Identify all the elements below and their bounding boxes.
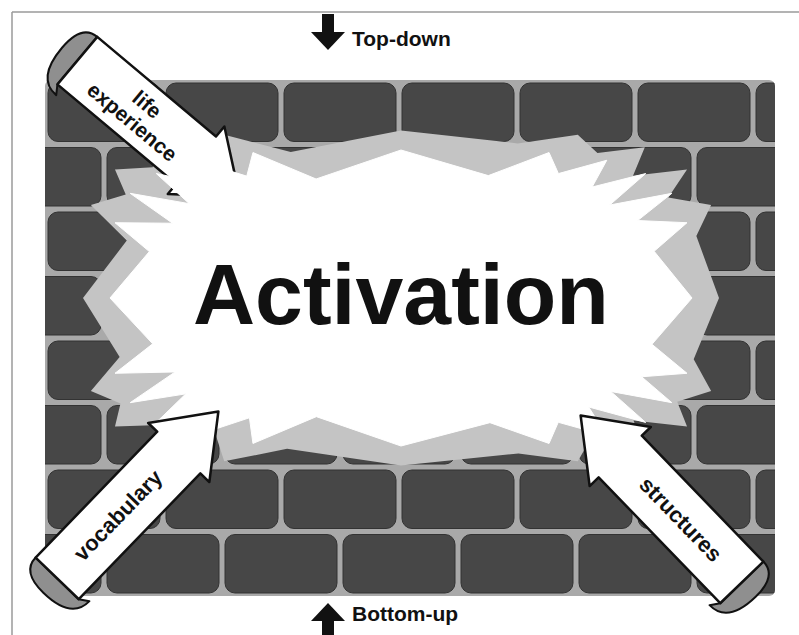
brick — [284, 470, 396, 529]
starburst-shape — [110, 150, 692, 446]
ribbon-arrow: structures — [548, 384, 788, 628]
arrow-shaft — [322, 14, 334, 33]
brick — [756, 212, 775, 271]
ribbon-body — [550, 385, 772, 611]
brick — [284, 83, 396, 142]
arrow-head — [311, 603, 345, 621]
brick — [45, 148, 101, 207]
brick — [343, 535, 455, 594]
brick — [697, 406, 775, 465]
direction-label: Top-down — [352, 27, 451, 51]
brick — [638, 83, 750, 142]
brick — [756, 83, 775, 142]
frame-line — [11, 12, 13, 635]
brick — [756, 470, 775, 529]
starburst: Activation — [108, 148, 694, 448]
arrow-head — [311, 32, 345, 50]
brick — [402, 470, 514, 529]
brick — [697, 148, 775, 207]
main-label: Activation — [193, 247, 609, 342]
light-patch — [83, 131, 719, 466]
brick — [756, 341, 775, 400]
brick — [45, 406, 101, 465]
frame-line — [12, 11, 799, 13]
direction-label: Bottom-up — [352, 602, 458, 626]
brick — [225, 535, 337, 594]
arrow-shape — [550, 385, 786, 625]
brick — [520, 83, 632, 142]
arrow-shape — [12, 381, 248, 621]
arrow-shaft — [322, 620, 334, 635]
ribbon-arrow: vocabulary — [10, 380, 250, 624]
brick — [461, 535, 573, 594]
ribbon-body — [26, 381, 248, 607]
